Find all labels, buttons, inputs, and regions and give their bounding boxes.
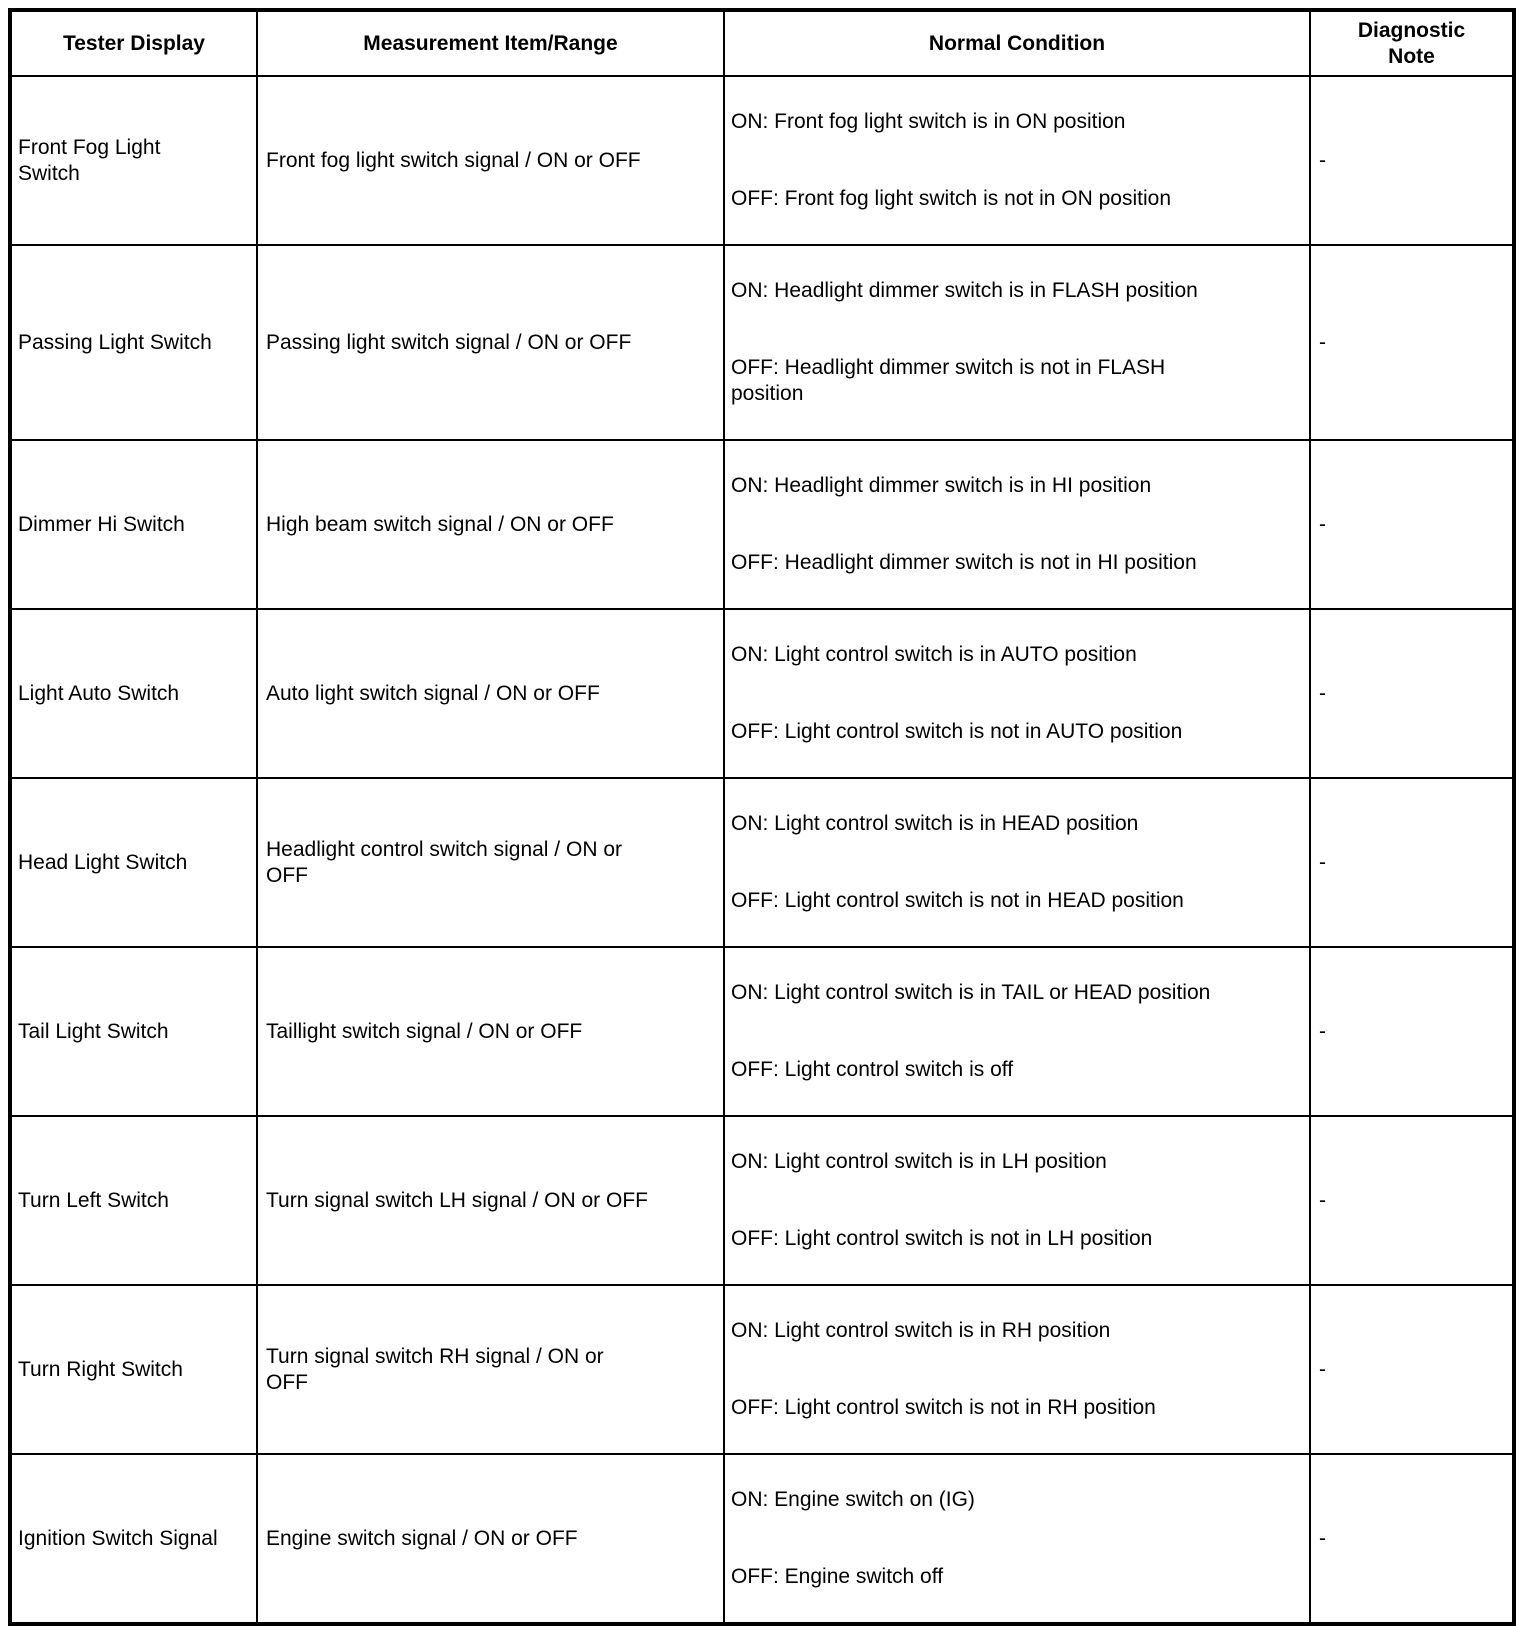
diagnostic-note-cell: - (1309, 777, 1515, 948)
normal-condition-cell: ON: Headlight dimmer switch is in FLASH … (723, 244, 1311, 441)
condition-off-text: OFF: Engine switch off (731, 1565, 944, 1588)
normal-condition-cell: ON: Light control switch is in HEAD posi… (723, 777, 1311, 948)
diagnostic-note-cell: - (1309, 1453, 1515, 1625)
diagnostic-note-cell: - (1309, 244, 1515, 441)
diagnostic-note-cell: - (1309, 1115, 1515, 1286)
condition-off-text: OFF: Headlight dimmer switch is not in F… (731, 356, 1166, 405)
tester-display-cell: Ignition Switch Signal (9, 1453, 258, 1625)
condition-on-text: ON: Light control switch is in TAIL or H… (731, 981, 1211, 1004)
normal-condition-cell: ON: Light control switch is in LH positi… (723, 1115, 1311, 1286)
measurement-cell: Passing light switch signal / ON or OFF (256, 244, 725, 441)
measurement-cell: Turn signal switch LH signal / ON or OFF (256, 1115, 725, 1286)
normal-condition-cell: ON: Light control switch is in TAIL or H… (723, 946, 1311, 1117)
condition-off-text: OFF: Light control switch is not in RH p… (731, 1396, 1156, 1419)
diagnostic-note-cell: - (1309, 75, 1515, 246)
table-row: Ignition Switch Signal Engine switch sig… (9, 1453, 1515, 1625)
condition-on-text: ON: Light control switch is in AUTO posi… (731, 643, 1137, 666)
normal-condition-cell: ON: Headlight dimmer switch is in HI pos… (723, 439, 1311, 610)
diagnostic-note-cell: - (1309, 1284, 1515, 1455)
condition-off-text: OFF: Light control switch is not in LH p… (731, 1227, 1153, 1250)
condition-on-text: ON: Light control switch is in HEAD posi… (731, 812, 1139, 835)
table-row: Tail Light Switch Taillight switch signa… (9, 946, 1515, 1117)
condition-off-text: OFF: Front fog light switch is not in ON… (731, 187, 1171, 210)
condition-off-text: OFF: Light control switch is not in AUTO… (731, 720, 1183, 743)
document-page: Tester Display Measurement Item/Range No… (8, 8, 1516, 1626)
condition-on-text: ON: Engine switch on (IG) (731, 1488, 975, 1511)
tester-display-cell: Tail Light Switch (9, 946, 258, 1117)
tester-display-cell: Turn Right Switch (9, 1284, 258, 1455)
measurement-cell: Taillight switch signal / ON or OFF (256, 946, 725, 1117)
condition-off-text: OFF: Light control switch is off (731, 1058, 1014, 1081)
condition-off-text: OFF: Light control switch is not in HEAD… (731, 889, 1184, 912)
measurement-cell: High beam switch signal / ON or OFF (256, 439, 725, 610)
diagnostic-table: Tester Display Measurement Item/Range No… (8, 8, 1516, 1626)
table-row: Front Fog Light Switch Front fog light s… (9, 75, 1515, 246)
table-row: Dimmer Hi Switch High beam switch signal… (9, 439, 1515, 610)
tester-display-cell: Passing Light Switch (9, 244, 258, 441)
table-row: Passing Light Switch Passing light switc… (9, 244, 1515, 441)
normal-condition-cell: ON: Engine switch on (IG) OFF: Engine sw… (723, 1453, 1311, 1625)
header-row: Tester Display Measurement Item/Range No… (9, 9, 1515, 77)
col-header-measurement-item-range: Measurement Item/Range (256, 9, 725, 77)
table-row: Head Light Switch Headlight control swit… (9, 777, 1515, 948)
col-header-diagnostic-note: Diagnostic Note (1309, 9, 1515, 77)
tester-display-cell: Front Fog Light Switch (9, 75, 258, 246)
table-body: Front Fog Light Switch Front fog light s… (9, 75, 1515, 1625)
measurement-cell: Headlight control switch signal / ON or … (256, 777, 725, 948)
table-row: Turn Right Switch Turn signal switch RH … (9, 1284, 1515, 1455)
col-header-tester-display: Tester Display (9, 9, 258, 77)
diagnostic-note-cell: - (1309, 946, 1515, 1117)
measurement-cell: Front fog light switch signal / ON or OF… (256, 75, 725, 246)
col-header-normal-condition: Normal Condition (723, 9, 1311, 77)
condition-on-text: ON: Front fog light switch is in ON posi… (731, 110, 1126, 133)
condition-on-text: ON: Light control switch is in RH positi… (731, 1319, 1111, 1342)
measurement-cell: Auto light switch signal / ON or OFF (256, 608, 725, 779)
normal-condition-cell: ON: Front fog light switch is in ON posi… (723, 75, 1311, 246)
condition-on-text: ON: Headlight dimmer switch is in HI pos… (731, 474, 1152, 497)
measurement-cell: Engine switch signal / ON or OFF (256, 1453, 725, 1625)
diagnostic-note-cell: - (1309, 439, 1515, 610)
table-row: Light Auto Switch Auto light switch sign… (9, 608, 1515, 779)
measurement-cell: Turn signal switch RH signal / ON or OFF (256, 1284, 725, 1455)
diagnostic-note-cell: - (1309, 608, 1515, 779)
normal-condition-cell: ON: Light control switch is in RH positi… (723, 1284, 1311, 1455)
tester-display-cell: Turn Left Switch (9, 1115, 258, 1286)
tester-display-cell: Dimmer Hi Switch (9, 439, 258, 610)
table-row: Turn Left Switch Turn signal switch LH s… (9, 1115, 1515, 1286)
condition-on-text: ON: Headlight dimmer switch is in FLASH … (731, 279, 1198, 302)
tester-display-cell: Light Auto Switch (9, 608, 258, 779)
condition-off-text: OFF: Headlight dimmer switch is not in H… (731, 551, 1197, 574)
tester-display-cell: Head Light Switch (9, 777, 258, 948)
normal-condition-cell: ON: Light control switch is in AUTO posi… (723, 608, 1311, 779)
condition-on-text: ON: Light control switch is in LH positi… (731, 1150, 1107, 1173)
